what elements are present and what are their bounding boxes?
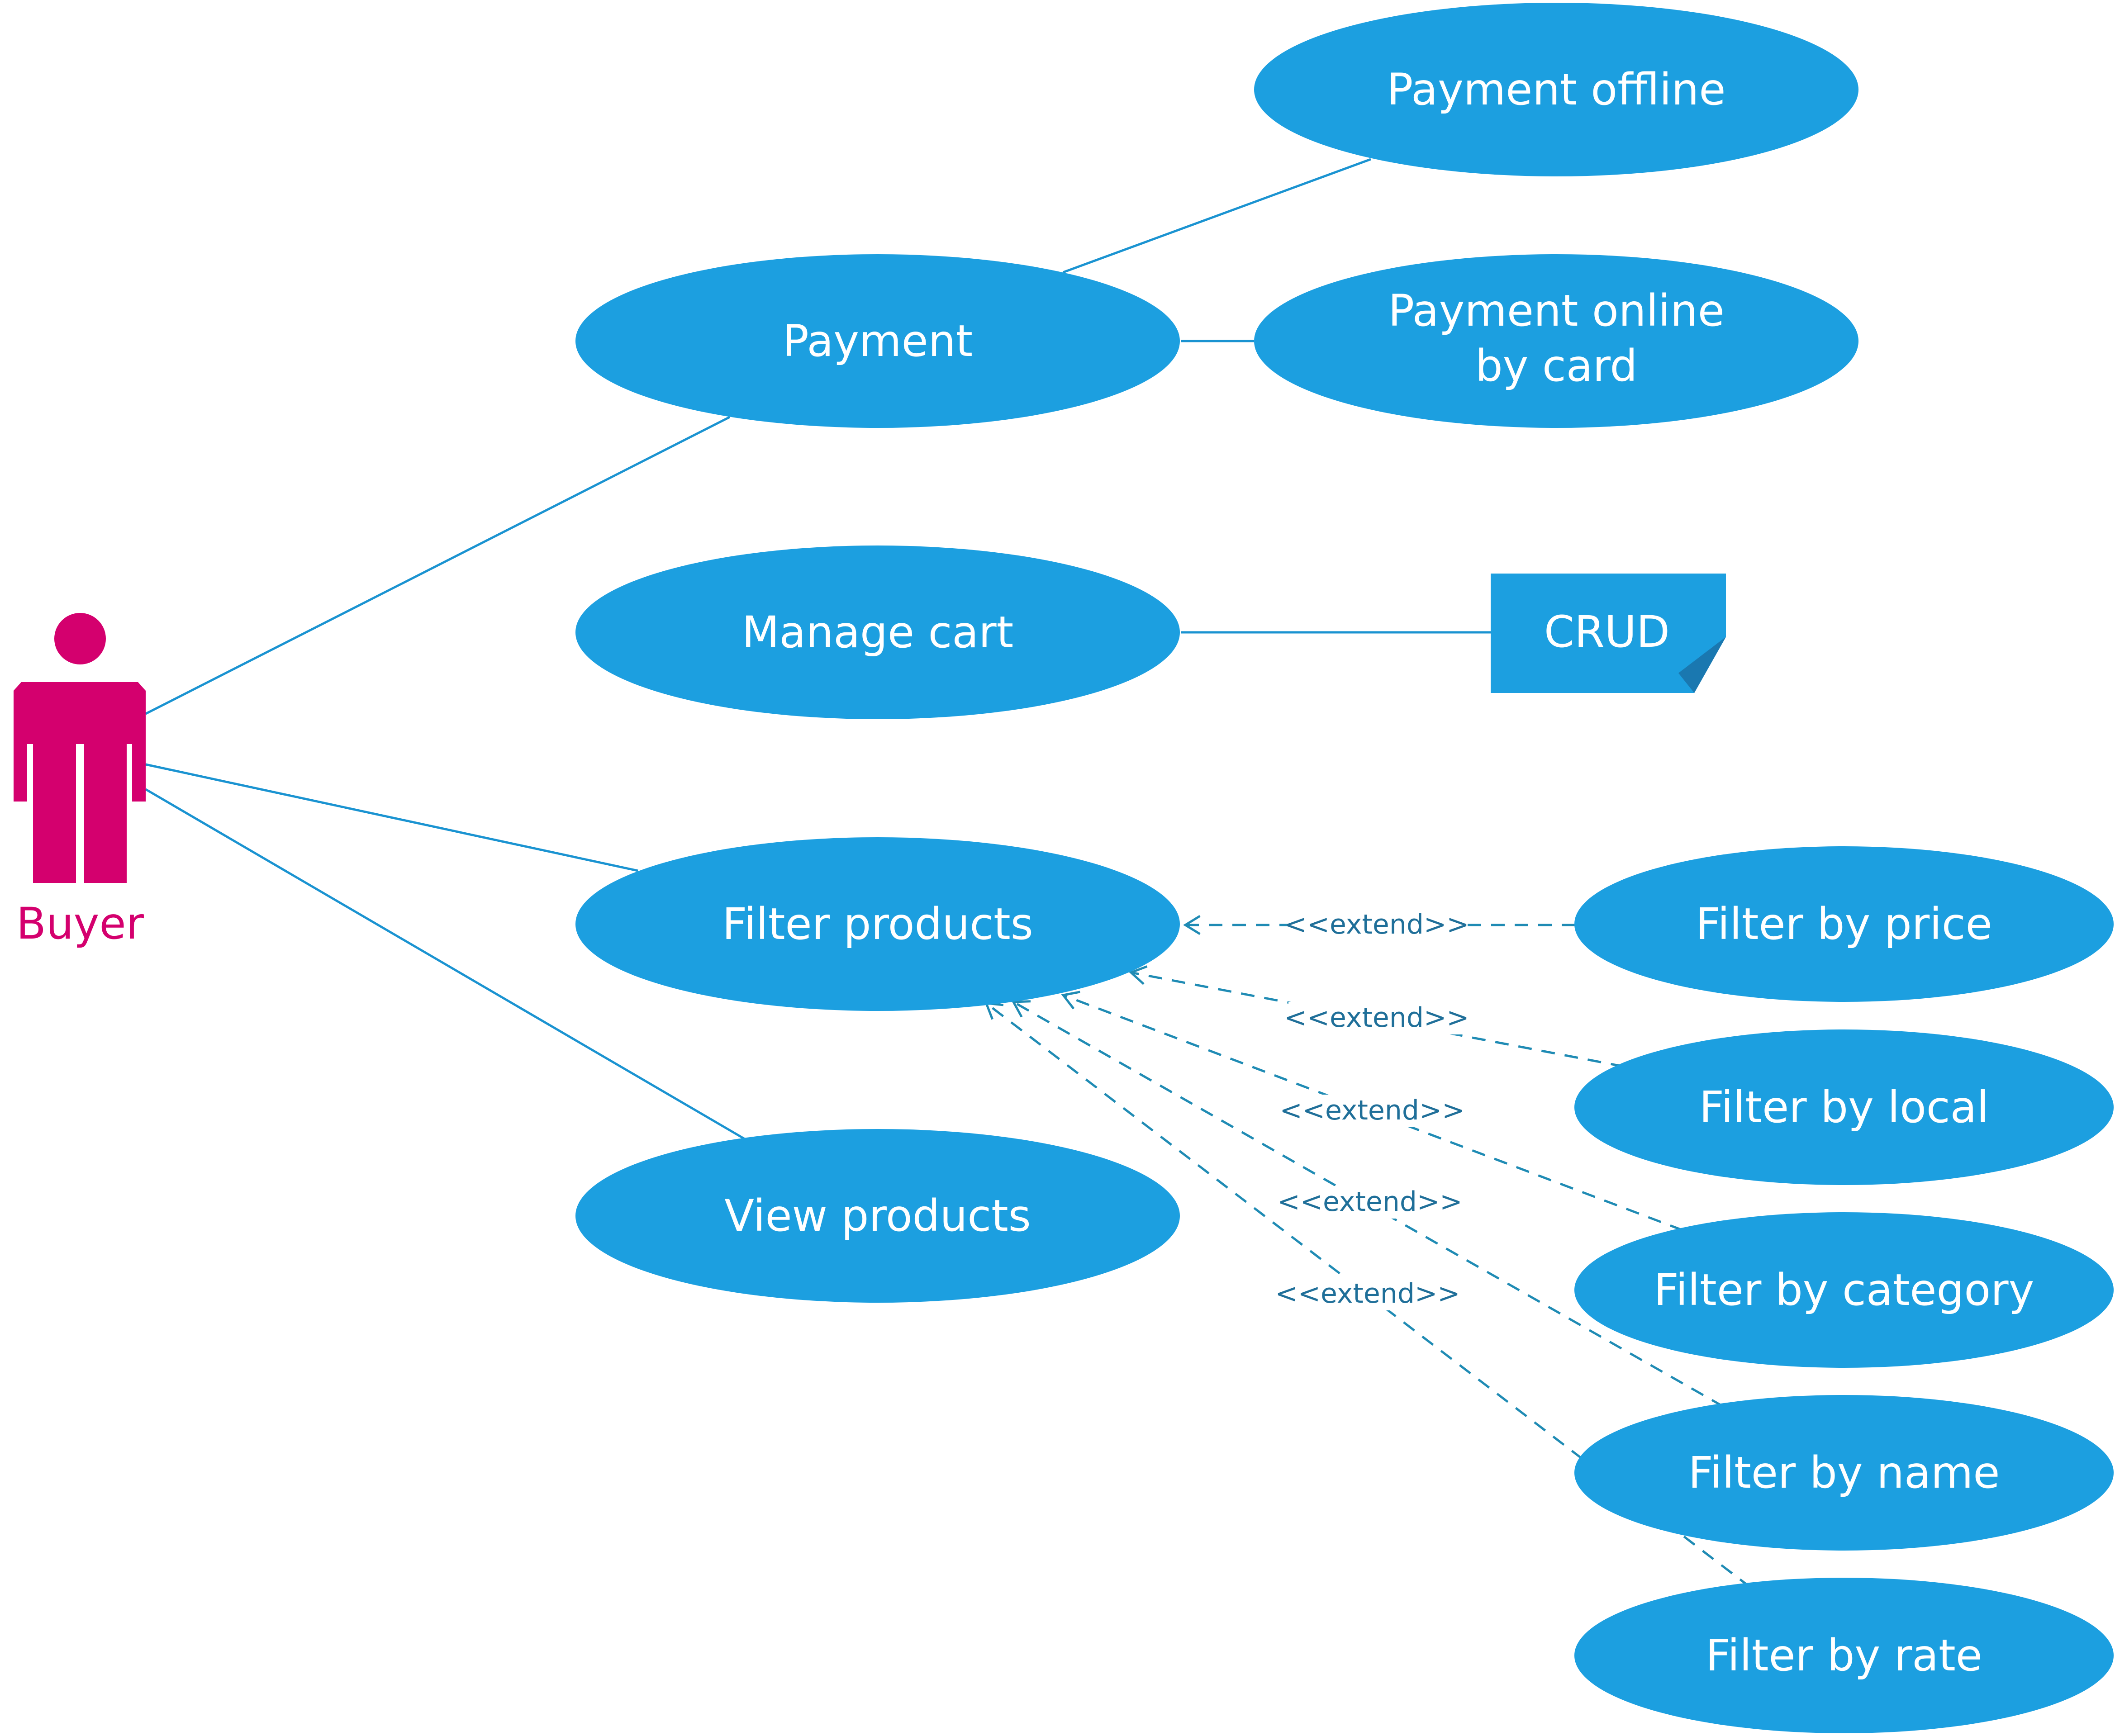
- extend-arrowhead-category: [1061, 991, 1080, 1010]
- extend-label-bg-price: [1288, 909, 1465, 942]
- use-case-label-line2: by card: [1475, 341, 1638, 391]
- use-case-payment-offline[interactable]: Payment offline: [1254, 3, 1858, 176]
- use-case-filter-by-price[interactable]: Filter by price: [1574, 846, 2114, 1002]
- use-case-filter-by-rate[interactable]: Filter by rate: [1574, 1578, 2114, 1733]
- extend-label-bg-name: [1282, 1186, 1458, 1219]
- use-case-manage-cart[interactable]: Manage cart: [575, 545, 1180, 719]
- use-case-filter-by-name[interactable]: Filter by name: [1574, 1395, 2114, 1551]
- extend-dependencies: <<extend>> <<extend>> <<extend>> <<exten…: [984, 909, 1752, 1589]
- association-payment-offline: [1063, 158, 1371, 274]
- use-case-filter-by-category[interactable]: Filter by category: [1574, 1212, 2114, 1368]
- extend-arrowhead-rate: [984, 1002, 1004, 1020]
- extend-label-bg-rate: [1279, 1278, 1456, 1310]
- association-buyer-view-products: [145, 788, 746, 1140]
- stick-person-icon: [14, 613, 146, 883]
- use-case-filter-by-local[interactable]: Filter by local: [1574, 1029, 2114, 1185]
- actor-buyer[interactable]: Buyer: [14, 613, 146, 949]
- extend-label-bg-category: [1284, 1095, 1460, 1127]
- associations: [145, 158, 1491, 1140]
- association-buyer-filter-products: [145, 763, 638, 872]
- use-case-label: Manage cart: [742, 607, 1014, 658]
- extend-label-rate: <<extend>>: [1275, 1278, 1460, 1309]
- use-case-payment-online[interactable]: Payment online by card: [1254, 254, 1858, 428]
- extend-line-local: [1131, 971, 1625, 1068]
- association-buyer-payment: [145, 416, 731, 715]
- use-case-label: Filter by price: [1696, 899, 1992, 949]
- extend-arrowhead-name: [1011, 1000, 1031, 1018]
- use-case-label: Filter by local: [1699, 1082, 1989, 1133]
- use-case-filter-products[interactable]: Filter products: [575, 837, 1180, 1011]
- extend-arrowhead-price: [1183, 915, 1201, 935]
- use-case-label-line1: Payment online: [1388, 285, 1725, 336]
- use-case-label: Payment offline: [1387, 64, 1726, 115]
- extend-label-price: <<extend>>: [1284, 909, 1469, 940]
- extend-label-bg-local: [1288, 1002, 1465, 1034]
- use-case-label: Payment: [783, 316, 973, 366]
- use-case-payment[interactable]: Payment: [575, 254, 1180, 428]
- use-case-label: Filter by name: [1688, 1447, 2000, 1498]
- extend-label-name: <<extend>>: [1277, 1186, 1462, 1218]
- extend-label-category: <<extend>>: [1279, 1095, 1464, 1126]
- actor-label: Buyer: [16, 898, 144, 949]
- extend-label-local: <<extend>>: [1284, 1002, 1469, 1034]
- extend-arrowhead-local: [1129, 965, 1148, 985]
- note-crud[interactable]: CRUD: [1491, 574, 1726, 693]
- use-case-view-products[interactable]: View products: [575, 1129, 1180, 1303]
- note-label: CRUD: [1544, 607, 1670, 657]
- use-case-label: Filter by category: [1654, 1265, 2034, 1315]
- use-case-label: View products: [724, 1191, 1031, 1241]
- use-case-label: Filter by rate: [1706, 1630, 1982, 1681]
- use-case-label: Filter products: [722, 899, 1033, 949]
